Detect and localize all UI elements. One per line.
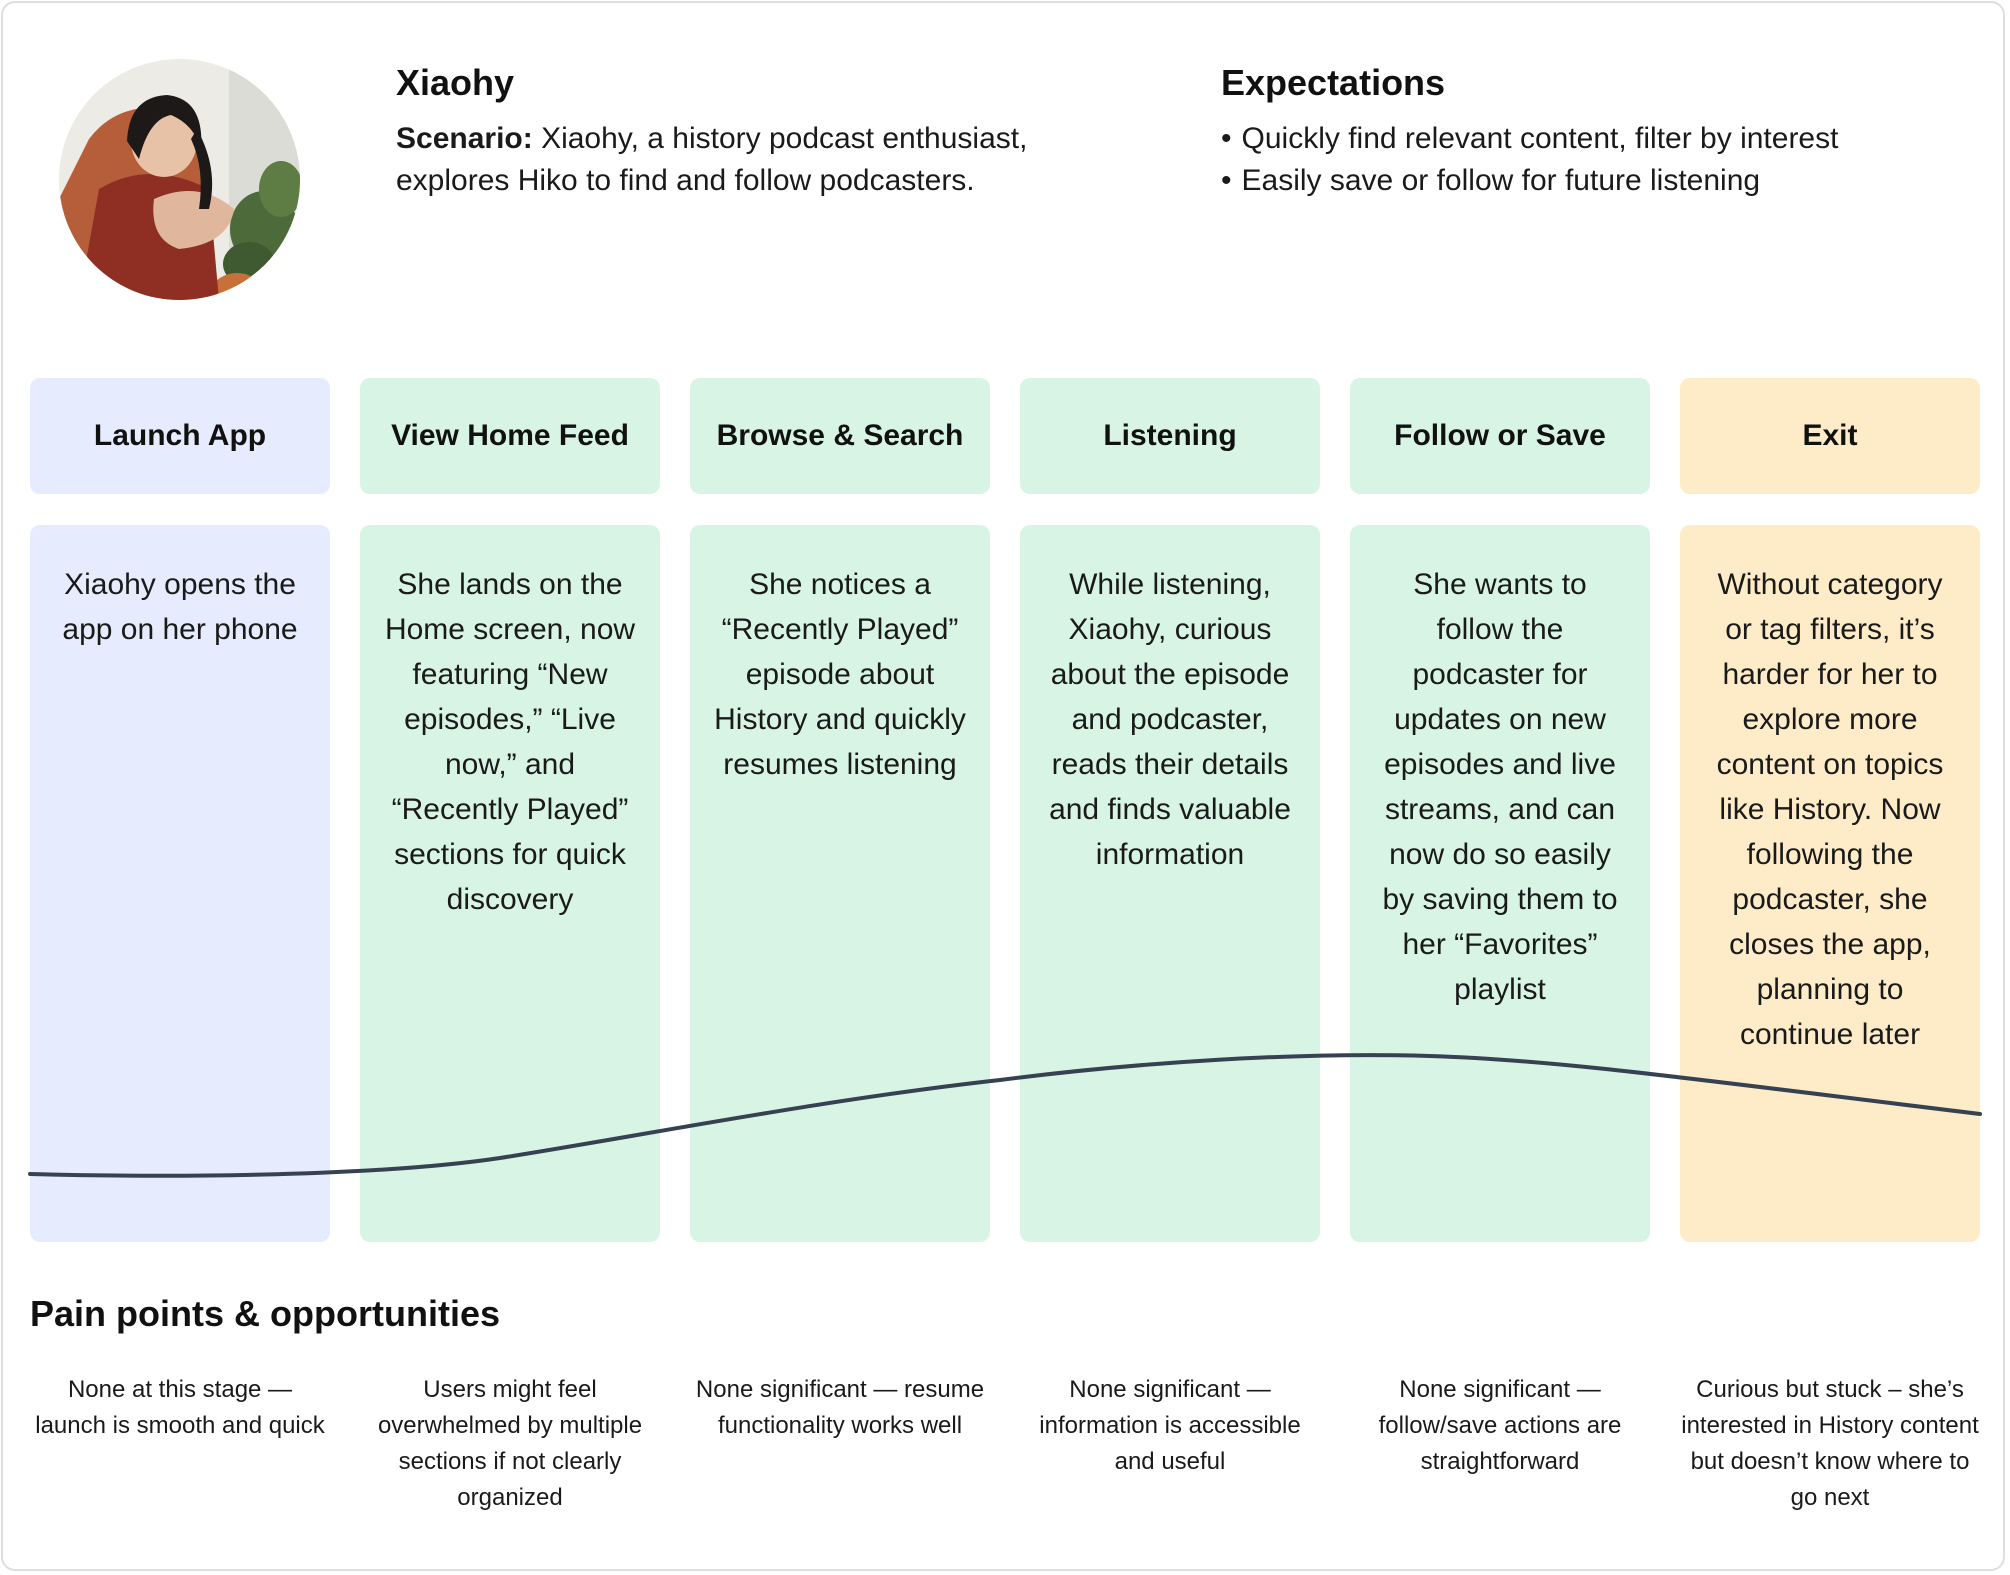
pain-point-launch-app: None at this stage — launch is smooth an… — [35, 1376, 325, 1439]
expectations-title: Expectations — [1221, 62, 1446, 103]
persona-photo-icon — [59, 59, 300, 300]
pain-point-listening: None significant — information is access… — [1039, 1376, 1301, 1475]
scenario-label: Scenario: — [396, 122, 533, 155]
scenario-text: Xiaohy, a history podcast enthusiast, ex… — [396, 122, 1028, 197]
stage-header-follow-or-save: Follow or Save — [1350, 378, 1650, 494]
stage-header-view-home-feed: View Home Feed — [360, 378, 660, 494]
stage-header-exit: Exit — [1680, 378, 1980, 494]
expectation-item: Quickly find relevant content, filter by… — [1221, 118, 1961, 160]
pain-point-follow-or-save: None significant — follow/save actions a… — [1378, 1376, 1622, 1475]
persona-name: Xiaohy — [396, 62, 515, 103]
stage-body-browse-search: She notices a “Recently Played” episode … — [690, 525, 990, 1242]
stage-body-listening: While listening, Xiaohy, curious about t… — [1020, 525, 1320, 1242]
expectations-list: Quickly find relevant content, filter by… — [1221, 118, 1961, 202]
pain-points-title: Pain points & opportunities — [30, 1293, 500, 1334]
stage-header-listening: Listening — [1020, 378, 1320, 494]
persona-avatar — [59, 59, 300, 300]
stage-body-follow-or-save: She wants to follow the podcaster for up… — [1350, 525, 1650, 1242]
stage-header-browse-search: Browse & Search — [690, 378, 990, 494]
pain-point-view-home-feed: Users might feel overwhelmed by multiple… — [377, 1376, 643, 1511]
stage-body-launch-app: Xiaohy opens the app on her phone — [30, 525, 330, 1242]
expectation-item: Easily save or follow for future listeni… — [1221, 160, 1961, 202]
pain-point-exit: Curious but stuck – she’s interested in … — [1681, 1376, 1979, 1511]
persona-info: Xiaohy Scenario: Xiaohy, a history podca… — [396, 62, 1116, 202]
stage-body-exit: Without category or tag filters, it’s ha… — [1680, 525, 1980, 1242]
stage-header-launch-app: Launch App — [30, 378, 330, 494]
pain-point-browse-search: None significant — resume functionality … — [695, 1376, 985, 1439]
persona-scenario: Scenario: Xiaohy, a history podcast enth… — [396, 118, 1116, 202]
expectations: Expectations Quickly find relevant conte… — [1221, 62, 1961, 202]
stage-body-view-home-feed: She lands on the Home screen, now featur… — [360, 525, 660, 1242]
